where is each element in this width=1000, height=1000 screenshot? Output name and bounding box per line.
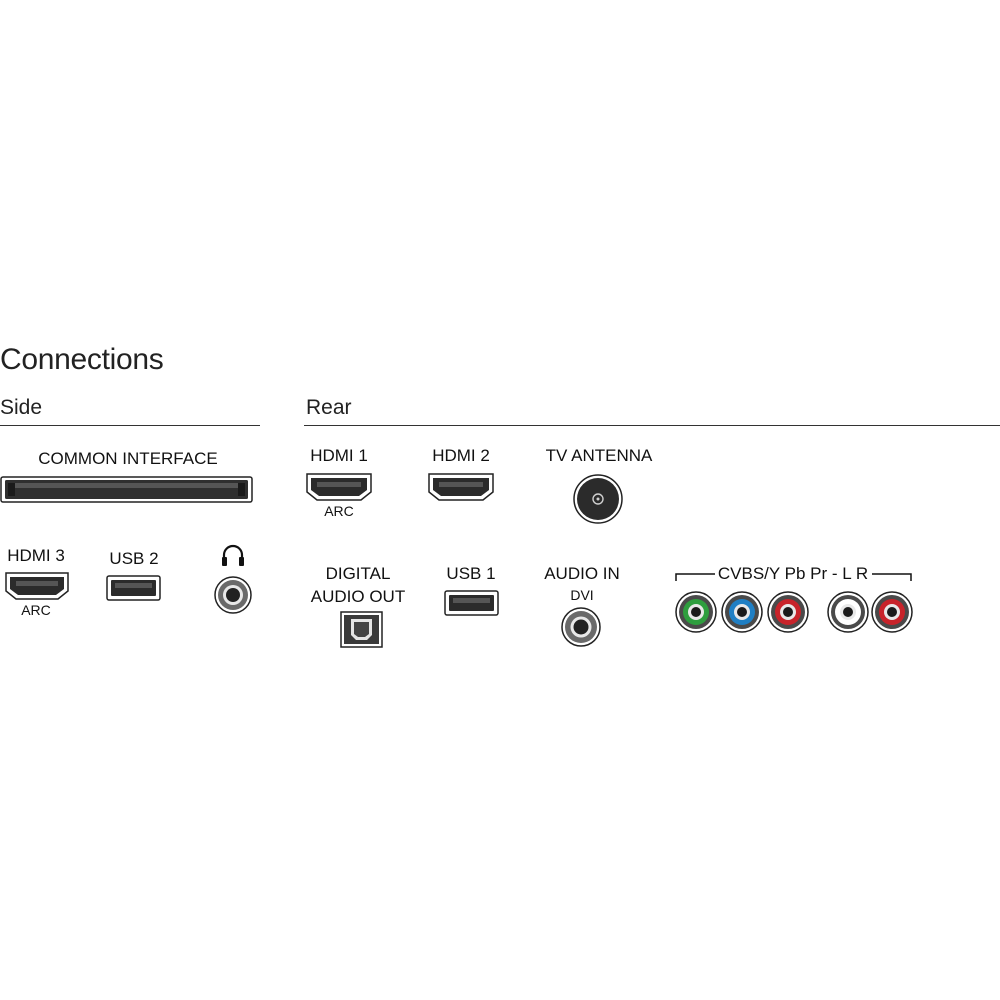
headphones-icon xyxy=(222,544,244,566)
tv-antenna-port xyxy=(573,474,623,524)
section-side-heading: Side xyxy=(0,396,43,419)
rca-jack-green xyxy=(675,591,717,633)
av-group-bracket xyxy=(675,573,912,581)
rca-jack-white-l xyxy=(827,591,869,633)
side-divider xyxy=(0,425,260,426)
usb1-label: USB 1 xyxy=(446,564,496,583)
common-interface-slot xyxy=(0,476,253,503)
tv-antenna-label: TV ANTENNA xyxy=(545,446,653,465)
hdmi3-port xyxy=(5,572,69,600)
digital-audio-out-port xyxy=(340,611,383,648)
rca-jack-blue xyxy=(721,591,763,633)
av-group-label: CVBS/Y Pb Pr - L R xyxy=(717,564,869,583)
digital-audio-out-label-line1: DIGITAL xyxy=(325,564,391,583)
rca-jack-red-r xyxy=(871,591,913,633)
hdmi1-sub-label: ARC xyxy=(324,503,354,519)
hdmi2-label: HDMI 2 xyxy=(432,446,490,465)
hdmi1-label: HDMI 1 xyxy=(310,446,368,465)
audio-in-label: AUDIO IN xyxy=(544,564,620,583)
rear-divider xyxy=(304,425,1000,426)
hdmi3-sub-label: ARC xyxy=(21,602,51,618)
hdmi1-port xyxy=(306,473,372,501)
common-interface-label: COMMON INTERFACE xyxy=(38,449,218,468)
hdmi2-port xyxy=(428,473,494,501)
audio-in-sub-label: DVI xyxy=(570,587,594,603)
page-title: Connections xyxy=(0,343,164,376)
usb1-port xyxy=(444,590,499,616)
audio-in-jack xyxy=(561,607,601,647)
hdmi3-label: HDMI 3 xyxy=(7,546,65,565)
digital-audio-out-label-line2: AUDIO OUT xyxy=(310,587,406,606)
rca-jack-red-pr xyxy=(767,591,809,633)
section-rear-heading: Rear xyxy=(306,396,352,419)
usb2-label: USB 2 xyxy=(109,549,159,568)
headphone-jack xyxy=(214,576,252,614)
rca-jack-group xyxy=(675,591,913,633)
usb2-port xyxy=(106,575,161,601)
